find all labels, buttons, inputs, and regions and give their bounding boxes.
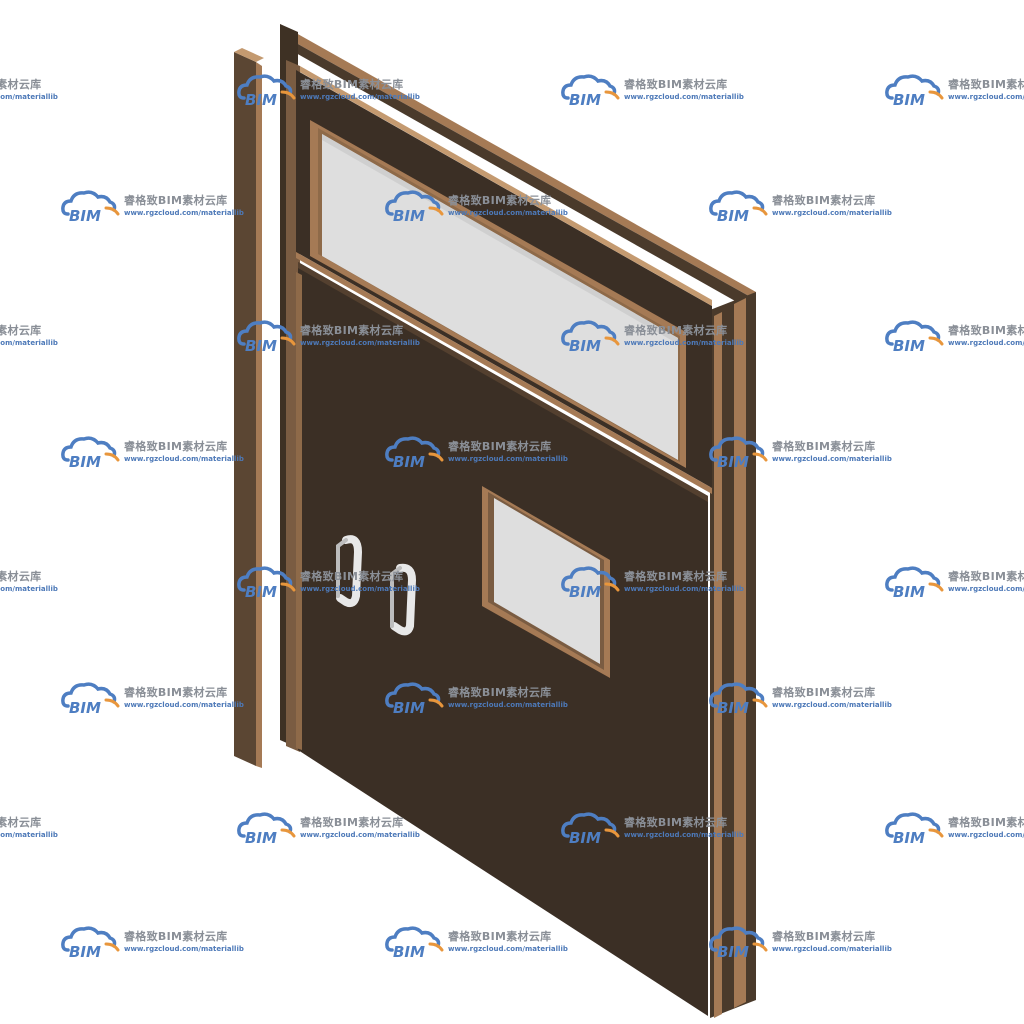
vision-glass xyxy=(494,498,600,664)
left-jamb xyxy=(234,48,264,768)
door-handle-icon xyxy=(336,535,417,636)
